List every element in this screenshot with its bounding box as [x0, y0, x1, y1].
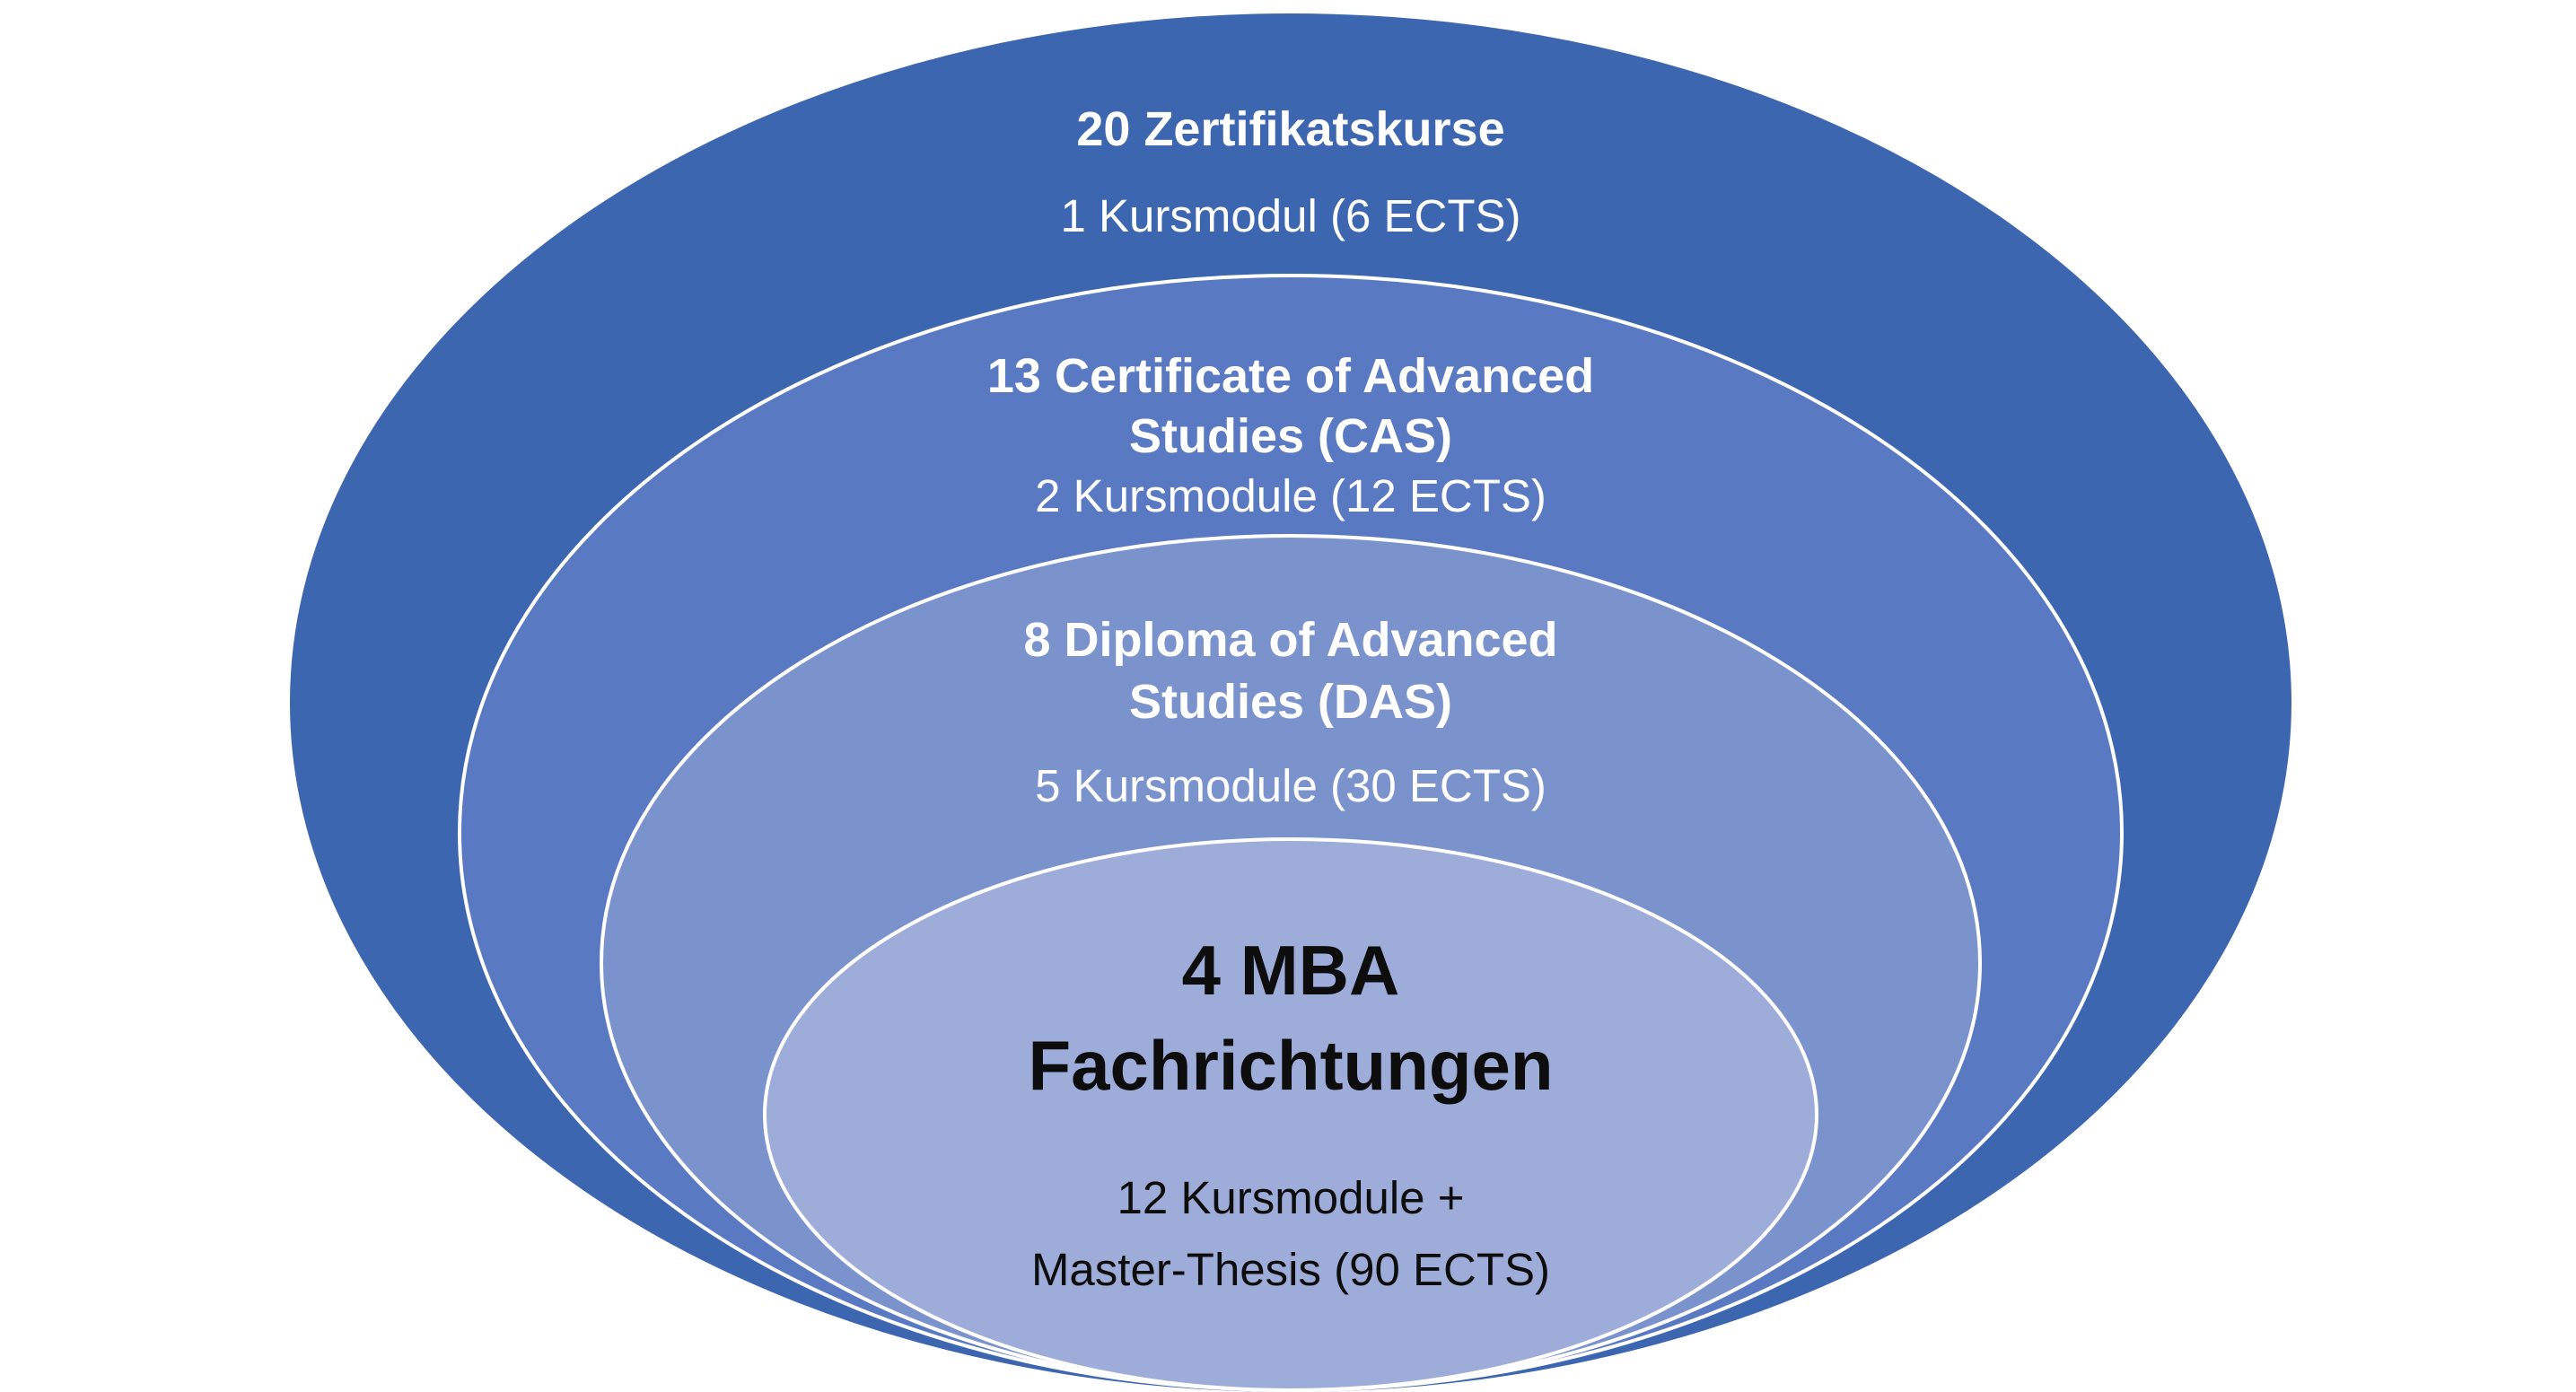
level-1-title: 20 Zertifikatskurse	[1076, 102, 1504, 156]
level-3-title-line-1: 8 Diploma of Advanced	[1023, 613, 1557, 667]
level-2-detail: 2 Kursmodule (12 ECTS)	[1035, 470, 1546, 521]
level-2-title-line-2: Studies (CAS)	[1129, 409, 1452, 463]
level-4-detail-line-1: 12 Kursmodule +	[1117, 1172, 1465, 1223]
level-1-detail: 1 Kursmodul (6 ECTS)	[1061, 190, 1521, 241]
level-3-detail: 5 Kursmodule (30 ECTS)	[1035, 760, 1546, 811]
level-4-detail-line-2: Master-Thesis (90 ECTS)	[1031, 1244, 1550, 1295]
level-4-title-line-1: 4 MBA	[1182, 931, 1400, 1010]
level-3-title-line-2: Studies (DAS)	[1129, 675, 1452, 729]
level-4-ellipse	[763, 837, 1818, 1392]
level-2-title-line-1: 13 Certificate of Advanced	[987, 349, 1594, 403]
level-4-title-line-2: Fachrichtungen	[1028, 1026, 1553, 1105]
